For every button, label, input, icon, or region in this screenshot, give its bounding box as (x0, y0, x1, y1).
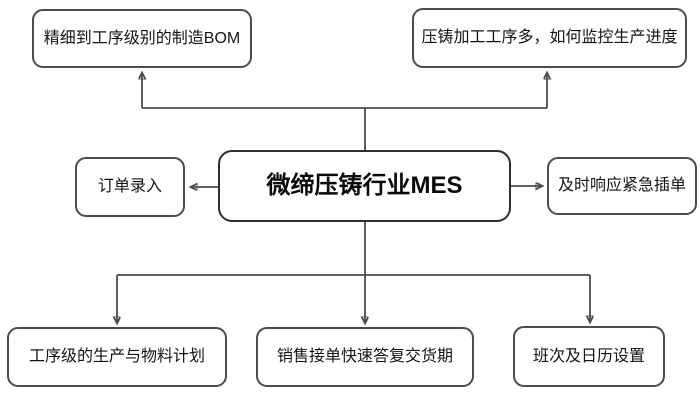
node-order-entry: 订单录入 (75, 157, 185, 217)
node-shift-calendar-settings: 班次及日历设置 (513, 326, 665, 387)
node-production-progress-monitoring-label: 压铸加工工序多，如何监控生产进度 (421, 29, 678, 47)
node-production-material-planning-label: 工序级的生产与物料计划 (28, 348, 205, 366)
node-delivery-date-reply-label: 销售接单快速答复交货期 (276, 348, 453, 366)
node-mes-center-label: 微缔压铸行业MES (266, 171, 463, 199)
node-urgent-order-response: 及时响应紧急插单 (547, 157, 697, 215)
node-production-material-planning: 工序级的生产与物料计划 (7, 327, 227, 387)
node-urgent-order-response-label: 及时响应紧急插单 (557, 177, 686, 195)
node-process-level-bom: 精细到工序级别的制造BOM (32, 9, 252, 68)
node-process-level-bom-label: 精细到工序级别的制造BOM (43, 29, 241, 47)
node-shift-calendar-settings-label: 班次及日历设置 (532, 347, 645, 365)
node-order-entry-label: 订单录入 (97, 178, 162, 196)
node-mes-center: 微缔压铸行业MES (218, 150, 511, 222)
node-production-progress-monitoring: 压铸加工工序多，如何监控生产进度 (412, 8, 687, 68)
node-delivery-date-reply: 销售接单快速答复交货期 (256, 327, 474, 387)
